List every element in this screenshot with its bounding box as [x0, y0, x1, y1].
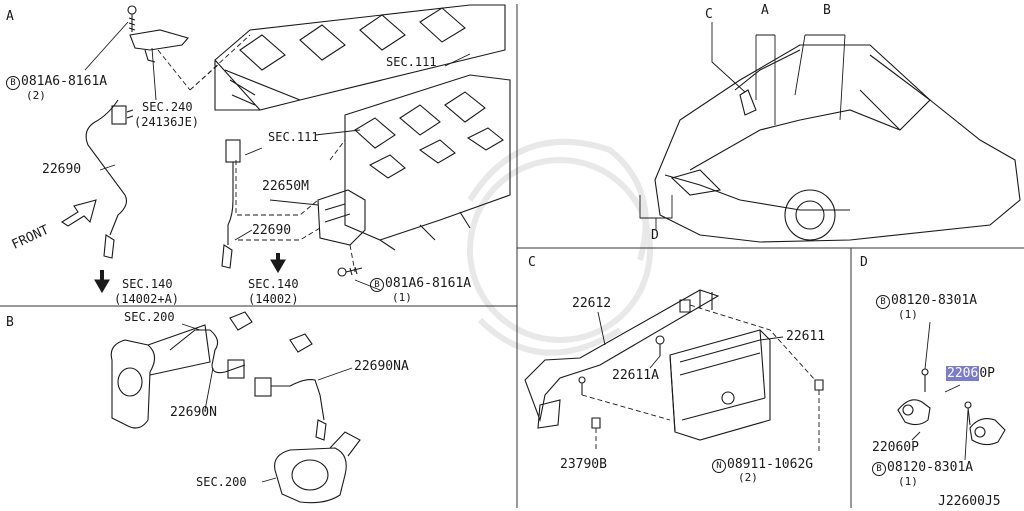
sensor-22690-mid-label: 22690 [252, 223, 292, 238]
arrows-a [94, 253, 286, 294]
knock-sensor-right [964, 401, 1006, 446]
sec240-line1: SEC.240 [142, 100, 193, 114]
sec140-left-line2: (14002+A) [114, 292, 180, 306]
sec111-top-label: SEC.111 [386, 55, 437, 69]
bolt-ref-08120-top-qty: (1) [898, 308, 918, 321]
car-leader-lines [639, 22, 846, 230]
ecm-bracket-22612 [524, 289, 720, 429]
sec140-right-line1: SEC.140 [248, 277, 299, 291]
sec111-mid-label: SEC.111 [268, 130, 319, 144]
sec200-top-label: SEC.200 [124, 310, 175, 324]
knock-sensor-22060p-highlight: 22060P [946, 366, 995, 381]
sensor-mount-bracket [129, 29, 189, 63]
car-label-a: A [761, 3, 769, 18]
sensor-22690-mid [221, 139, 241, 269]
exhaust-pipe-left [110, 324, 211, 429]
bolt-ref-08120-bottom-qty: (1) [898, 475, 918, 488]
leader-lines-c [597, 311, 784, 369]
diagram-code: J22600J5 [938, 494, 1001, 509]
knock-sensor-left [897, 368, 931, 426]
panel-c-label: C [528, 255, 536, 270]
bracket-22612-label: 22612 [572, 296, 612, 311]
bolt-081a6-top-icon [127, 5, 137, 32]
knock-sensor-22060p-label: 22060P [872, 440, 919, 455]
heat-shield-22650m [317, 189, 366, 246]
bolt-ref-081a6-top-qty: (2) [26, 89, 46, 102]
car-outline [654, 44, 1021, 243]
sensor-22690na-label: 22690NA [354, 359, 409, 374]
bolt-ref-081a6-bottom-qty: (1) [392, 291, 412, 304]
sec200-bottom-label: SEC.200 [196, 475, 247, 489]
ecm-unit-22611 [669, 329, 771, 441]
bolt-22611a-label: 22611A [612, 368, 659, 383]
sec140-right-line2: (14002) [248, 292, 299, 306]
nut-23790b-label: 23790B [560, 457, 607, 472]
panel-a-label: A [6, 9, 14, 24]
car-label-d: D [651, 228, 659, 243]
ecm-hardware [578, 299, 824, 429]
watermark-emblem [467, 138, 653, 356]
panel-dividers [0, 4, 1024, 508]
heat-shield-22650m-label: 22650M [262, 179, 309, 194]
leader-lines-b [181, 323, 353, 483]
sec140-left-line1: SEC.140 [122, 277, 173, 291]
cylinder-head-lower [344, 74, 511, 251]
ecm-22611-label: 22611 [786, 329, 826, 344]
leader-lines-a [84, 21, 471, 291]
sensor-22690-left [85, 99, 134, 259]
panel-d-label: D [860, 255, 868, 270]
car-label-b: B [823, 3, 831, 18]
sensor-22690na [254, 333, 327, 441]
dashed-guides-a [157, 34, 356, 273]
exhaust-pipe-bottom [274, 431, 361, 504]
sensor-22690n [169, 311, 253, 379]
cylinder-head-upper [214, 4, 506, 111]
nut-ref-08911-qty: (2) [738, 471, 758, 484]
sec240-line2: (24136JE) [134, 115, 200, 129]
front-arrow-icon [60, 199, 97, 227]
sensor-22690n-label: 22690N [170, 405, 217, 420]
bolt-081a6-bottom-icon [337, 266, 363, 277]
sensor-22690-left-label: 22690 [42, 162, 82, 177]
car-label-c: C [705, 7, 713, 22]
panel-b-label: B [6, 315, 14, 330]
dashed-guides-c [581, 304, 820, 452]
leader-lines-d [911, 321, 969, 461]
